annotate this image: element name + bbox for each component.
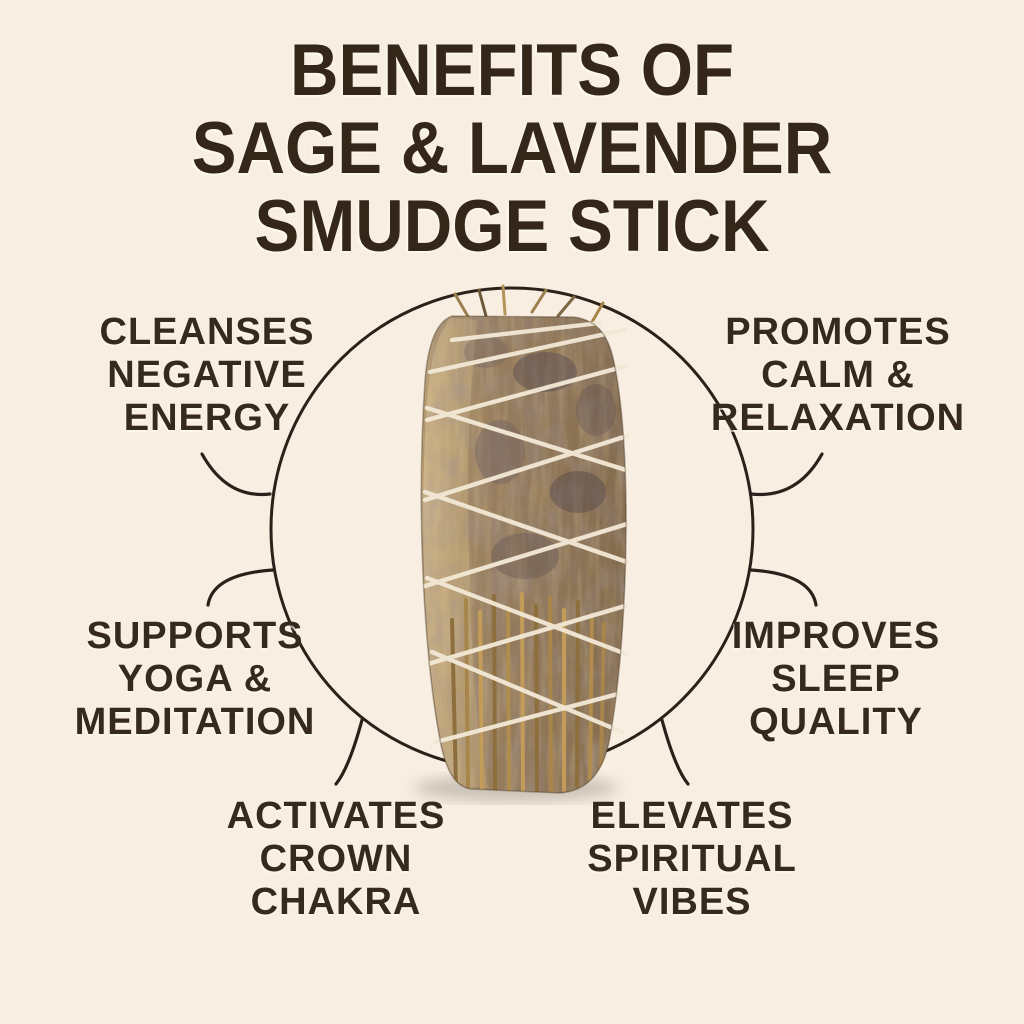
connector-improves [749, 568, 818, 607]
title-line-2: SAGE & LAVENDER [191, 108, 833, 189]
connector-promotes [749, 452, 824, 497]
benefit-label-activates-crown-chakra: ACTIVATES CROWN CHAKRA [166, 795, 506, 924]
benefit-line: ACTIVATES [226, 795, 446, 837]
benefit-label-improves-sleep-quality: IMPROVES SLEEP QUALITY [666, 615, 1006, 744]
benefit-line: VIBES [632, 881, 752, 923]
page-title: BENEFITS OF SAGE & LAVENDER SMUDGE STICK [0, 32, 1024, 266]
connector-supports [206, 568, 275, 607]
benefit-line: CROWN [259, 838, 413, 880]
benefit-line: SLEEP [771, 658, 901, 700]
benefit-line: SPIRITUAL [587, 838, 797, 880]
benefit-line: RELAXATION [710, 397, 966, 439]
connector-activates [334, 718, 364, 786]
connector-elevates [660, 718, 690, 786]
title-line-1: BENEFITS OF [289, 30, 735, 111]
benefit-line: NEGATIVE [107, 354, 307, 396]
benefit-label-cleanses-negative-energy: CLEANSES NEGATIVE ENERGY [37, 311, 377, 440]
benefit-line: MEDITATION [74, 701, 316, 743]
benefit-line: ELEVATES [590, 795, 794, 837]
benefit-line: CLEANSES [99, 311, 315, 353]
benefit-line: ENERGY [123, 397, 291, 439]
benefit-line: YOGA & [117, 658, 273, 700]
benefit-line: CHAKRA [250, 881, 422, 923]
benefit-line: QUALITY [749, 701, 923, 743]
smudge-stick-photo [414, 284, 630, 802]
connector-cleanses [200, 452, 272, 497]
wrapping-string [422, 320, 630, 745]
title-line-3: SMUDGE STICK [254, 186, 770, 267]
benefit-line: IMPROVES [731, 615, 941, 657]
benefit-line: PROMOTES [725, 311, 951, 353]
benefit-label-promotes-calm-relaxation: PROMOTES CALM & RELAXATION [668, 311, 1008, 440]
benefit-line: SUPPORTS [86, 615, 304, 657]
benefit-label-supports-yoga-meditation: SUPPORTS YOGA & MEDITATION [25, 615, 365, 744]
benefit-label-elevates-spiritual-vibes: ELEVATES SPIRITUAL VIBES [522, 795, 862, 924]
connector-lines [200, 452, 824, 786]
benefit-line: CALM & [761, 354, 915, 396]
